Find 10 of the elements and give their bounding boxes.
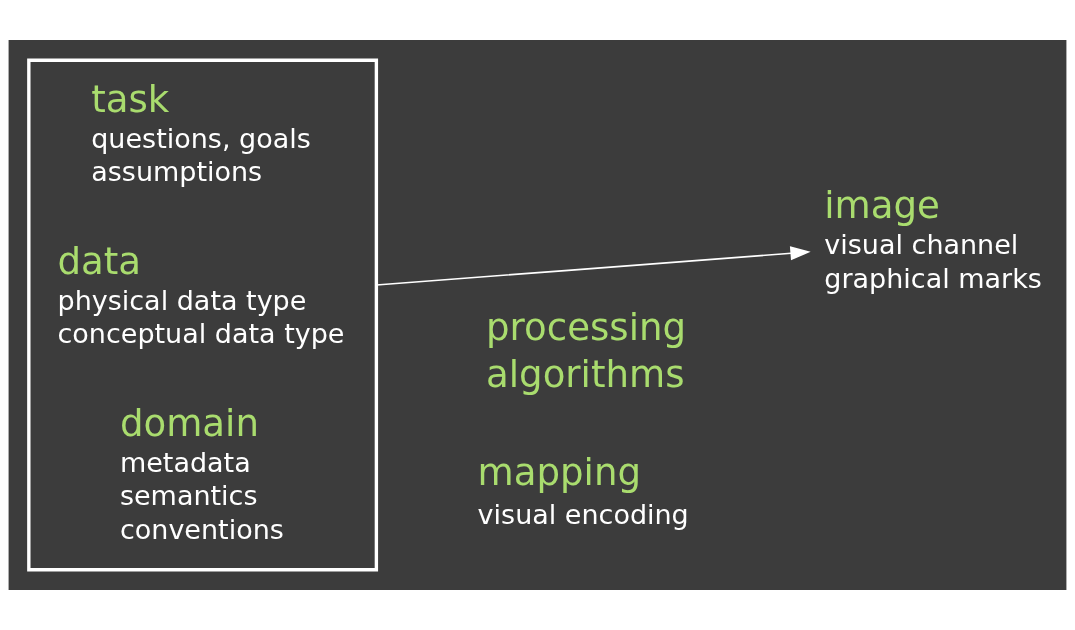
label: visual encoding xyxy=(477,498,689,530)
label: mapping xyxy=(477,450,641,494)
label: algorithms xyxy=(486,352,685,396)
cluster xyxy=(27,58,379,572)
node-text: domain metadata semantics conventions xyxy=(119,401,284,546)
arrow xyxy=(375,246,811,286)
label: processing xyxy=(486,305,687,349)
node-text: data physical data type conceptual data type xyxy=(57,239,345,350)
node-text: task questions, goals assumptions xyxy=(91,77,311,188)
node-text: image visual channel graphical marks xyxy=(824,184,1042,294)
